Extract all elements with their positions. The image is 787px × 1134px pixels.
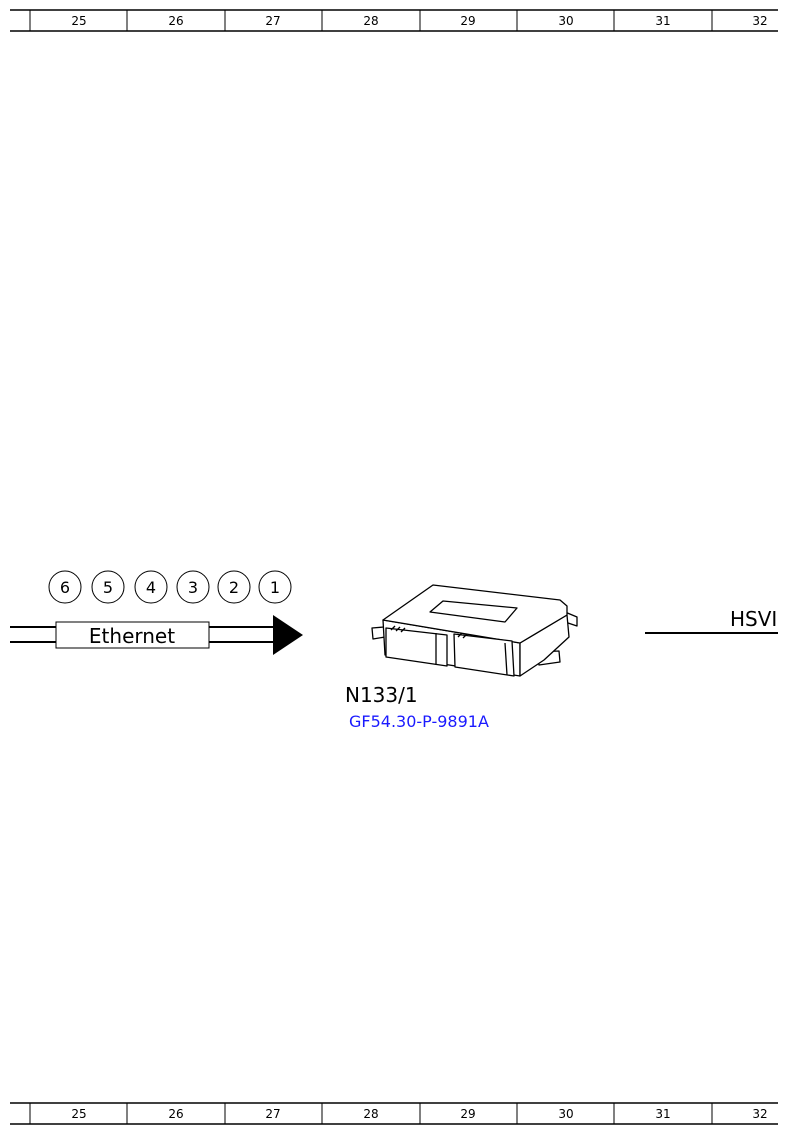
ruler-column-label: 26: [168, 1107, 183, 1121]
connector-pins: 6 5 4 3 2 1: [48, 570, 292, 604]
ruler-column-label: 25: [71, 14, 86, 28]
pin-number: 2: [229, 578, 239, 597]
ethernet-label-box: [55, 621, 210, 649]
ethernet-bus-line: Ethernet: [10, 615, 303, 655]
top-column-ruler: 25 26 27 28 29 30 31 32: [10, 9, 778, 32]
ruler-column-label: 27: [265, 1107, 280, 1121]
hsvi-line-group: HSVI: [645, 607, 778, 634]
pin-number: 6: [60, 578, 70, 597]
ruler-column-label: 29: [460, 14, 475, 28]
pin-marker: 6: [48, 570, 82, 604]
pin-marker: 1: [258, 570, 292, 604]
pin-number: 5: [103, 578, 113, 597]
ethernet-label: Ethernet: [89, 624, 175, 648]
ruler-column-label: 27: [265, 14, 280, 28]
ruler-column-label: 25: [71, 1107, 86, 1121]
bottom-column-ruler: 25 26 27 28 29 30 31 32: [10, 1102, 778, 1125]
control-unit-icon: [371, 584, 578, 677]
hsvi-label: HSVI: [730, 607, 777, 631]
ruler-column-label: 29: [460, 1107, 475, 1121]
document-reference-link[interactable]: GF54.30-P-9891A: [349, 712, 489, 731]
ruler-column-label: 26: [168, 14, 183, 28]
component-id-label: N133/1: [345, 683, 418, 707]
pin-marker: 2: [217, 570, 251, 604]
pin-number: 1: [270, 578, 280, 597]
ruler-column-label: 32: [752, 14, 767, 28]
ruler-column-label: 32: [752, 1107, 767, 1121]
pin-marker: 5: [91, 570, 125, 604]
ruler-column-label: 31: [655, 14, 670, 28]
arrow-right-icon: [273, 615, 303, 655]
ruler-column-label: 28: [363, 1107, 378, 1121]
ruler-column-label: 30: [558, 14, 573, 28]
pin-marker: 3: [176, 570, 210, 604]
ruler-column-label: 28: [363, 14, 378, 28]
pin-marker: 4: [134, 570, 168, 604]
ruler-column-label: 31: [655, 1107, 670, 1121]
pin-number: 4: [146, 578, 156, 597]
ruler-column-label: 30: [558, 1107, 573, 1121]
pin-number: 3: [188, 578, 198, 597]
